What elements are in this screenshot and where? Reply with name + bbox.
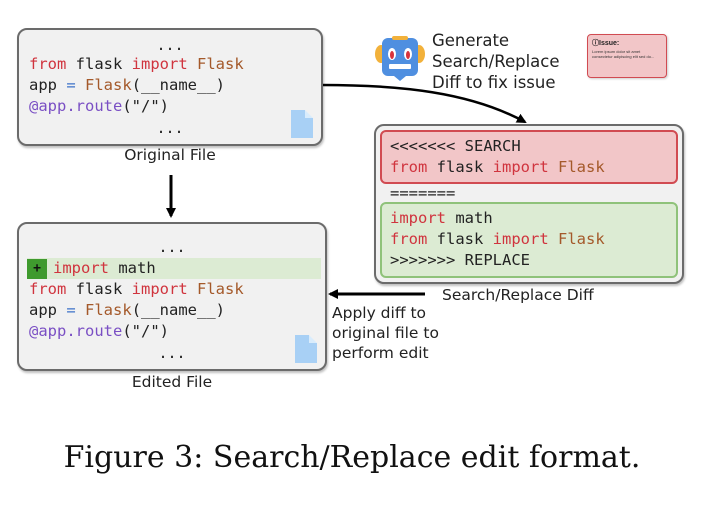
generate-line-1: Generate xyxy=(432,31,510,50)
code-token xyxy=(549,230,558,248)
diff-box: <<<<<<< SEARCH from flask import Flask =… xyxy=(374,124,684,284)
figure-caption: Figure 3: Search/Replace edit format. xyxy=(63,440,641,475)
code-token: Flask xyxy=(85,76,132,94)
ellipsis-bottom: ... xyxy=(158,344,186,362)
code-token: (__name__) xyxy=(131,76,226,94)
apply-line-1: Apply diff to xyxy=(332,304,426,322)
divider: ======= xyxy=(390,184,456,202)
info-icon: ⓘ xyxy=(592,40,599,47)
code-token: from xyxy=(390,230,428,248)
plus-marker: + xyxy=(27,258,47,279)
code-token: flask xyxy=(66,280,132,298)
code-token: app xyxy=(29,76,67,94)
code-token: import xyxy=(492,158,549,176)
code-line: from flask import Flask xyxy=(29,279,325,300)
code-token: ("/") xyxy=(122,322,169,340)
code-token: from xyxy=(29,55,67,73)
code-token xyxy=(188,280,197,298)
replace-marker: >>>>>>> REPLACE xyxy=(390,251,530,269)
code-token xyxy=(549,158,558,176)
code-token: flask xyxy=(427,230,493,248)
issue-title: ⓘIssue: xyxy=(592,40,620,47)
robot-icon xyxy=(375,36,425,81)
code-line: app = Flask(__name__) xyxy=(29,300,325,321)
code-token: import xyxy=(53,259,109,277)
code-token: import xyxy=(390,209,446,227)
original-file-label: Original File xyxy=(124,146,216,164)
code-token: import xyxy=(492,230,549,248)
file-icon xyxy=(291,110,313,138)
apply-line-2: original file to xyxy=(332,324,439,342)
issue-body: Lorem ipsum dolor sit amet consectetur a… xyxy=(592,49,655,59)
code-token: = xyxy=(66,76,76,94)
issue-card: ⓘIssue: Lorem ipsum dolor sit amet conse… xyxy=(587,34,667,78)
code-line: from flask import Flask xyxy=(390,157,676,178)
code-token xyxy=(76,301,85,319)
code-token: Flask xyxy=(85,301,132,319)
code-token: math xyxy=(446,209,493,227)
code-token: @app.route xyxy=(29,322,123,340)
file-icon xyxy=(295,335,317,363)
arrow-original-to-diff xyxy=(321,83,527,124)
code-token: app xyxy=(29,301,67,319)
search-code: from flask import Flask xyxy=(382,157,676,178)
edited-file-box: ... + import math from flask import Flas… xyxy=(17,222,327,371)
code-line: from flask import Flask xyxy=(29,54,321,75)
diff-label: Search/Replace Diff xyxy=(442,286,594,304)
code-token: Flask xyxy=(197,55,244,73)
code-token: ("/") xyxy=(122,97,169,115)
code-token: math xyxy=(109,259,156,277)
code-line: app = Flask(__name__) xyxy=(29,75,321,96)
code-token: from xyxy=(390,158,428,176)
code-token: import xyxy=(131,280,188,298)
ellipsis-top: ... xyxy=(156,36,184,54)
code-token: Flask xyxy=(197,280,244,298)
code-token: flask xyxy=(66,55,132,73)
added-code: import math xyxy=(53,258,156,279)
code-line: from flask import Flask xyxy=(390,229,676,250)
code-token: flask xyxy=(427,158,493,176)
apply-line-3: perform edit xyxy=(332,344,429,362)
generate-text: Generate Search/Replace Diff to fix issu… xyxy=(432,30,560,93)
code-token: from xyxy=(29,280,67,298)
code-line: @app.route("/") xyxy=(29,321,325,342)
apply-text: Apply diff to original file to perform e… xyxy=(332,303,439,363)
ellipsis-top: ... xyxy=(158,238,186,256)
code-token: (__name__) xyxy=(131,301,226,319)
code-token: Flask xyxy=(558,230,605,248)
code-token: Flask xyxy=(558,158,605,176)
code-token xyxy=(76,76,85,94)
ellipsis-bottom: ... xyxy=(156,119,184,137)
edited-file-label: Edited File xyxy=(131,373,213,391)
added-line-row: + import math xyxy=(27,258,321,279)
generate-line-3: Diff to fix issue xyxy=(432,73,556,92)
code-token: = xyxy=(66,301,76,319)
code-line: @app.route("/") xyxy=(29,96,321,117)
generate-line-2: Search/Replace xyxy=(432,52,560,71)
search-block: <<<<<<< SEARCH from flask import Flask xyxy=(380,130,678,184)
code-line: import math xyxy=(390,208,676,229)
code-token: @app.route xyxy=(29,97,123,115)
code-token: import xyxy=(131,55,188,73)
search-marker: <<<<<<< SEARCH xyxy=(390,137,521,155)
code-token xyxy=(188,55,197,73)
